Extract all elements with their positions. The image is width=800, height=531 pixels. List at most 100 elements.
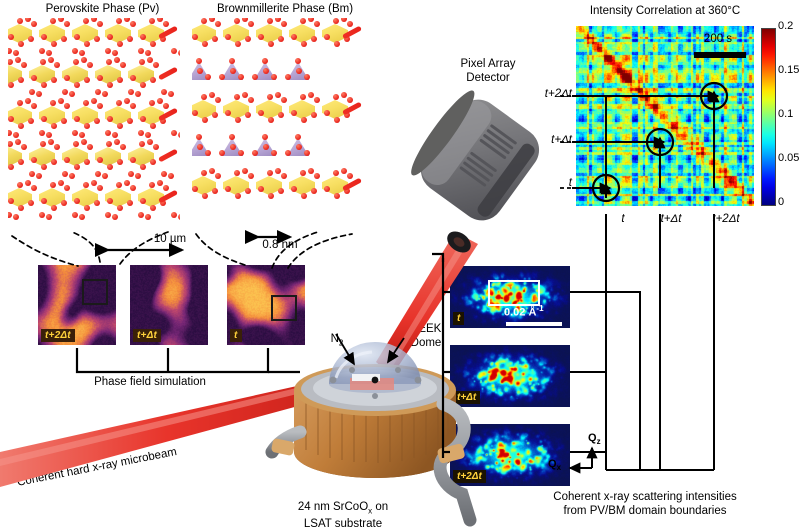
oxygen-atom	[84, 41, 90, 47]
oxygen-atom	[18, 123, 24, 129]
oxygen-atom	[81, 139, 87, 145]
oxygen-atom	[268, 117, 274, 123]
oxygen-atom	[130, 185, 136, 191]
oxygen-atom	[73, 141, 79, 147]
oxygen-atom	[209, 168, 215, 174]
oxygen-atom	[18, 205, 24, 211]
oxygen-atom	[74, 34, 80, 40]
oxygen-atom	[157, 66, 179, 81]
oxygen-atom	[74, 116, 80, 122]
phase-field-tile-tdt: t+Δt	[130, 265, 208, 345]
oxygen-atom	[13, 50, 19, 56]
oxygen-atom	[94, 200, 100, 206]
oxygen-atom	[212, 36, 218, 42]
oxygen-atom	[324, 34, 330, 40]
oxygen-atom	[74, 82, 80, 88]
oxygen-atom	[140, 198, 146, 204]
oxygen-atom	[160, 118, 166, 124]
oxygen-atom	[61, 36, 67, 42]
oxygen-atom	[295, 58, 301, 64]
oxygen-atom	[197, 144, 203, 150]
oxygen-atom	[39, 212, 45, 218]
oxygen-atom	[140, 164, 146, 170]
oxygen-atom	[36, 91, 42, 97]
oxygen-atom	[202, 117, 208, 123]
oxygen-atom	[83, 100, 89, 106]
oxygen-atom	[105, 130, 111, 136]
sample-subscript: x	[368, 506, 373, 516]
oxygen-atom	[31, 75, 37, 81]
oxygen-atom	[8, 130, 12, 136]
oxygen-atom	[73, 59, 79, 65]
oxygen-atom	[46, 50, 52, 56]
oxygen-atom	[147, 139, 153, 145]
oxygen-atom	[153, 144, 159, 150]
oxygen-atom	[205, 150, 211, 156]
oxygen-atom	[209, 92, 215, 98]
oxygen-atom	[219, 74, 225, 80]
oxygen-atom	[83, 18, 89, 24]
oxygen-atom	[54, 144, 60, 150]
oxygen-atom	[25, 180, 31, 186]
oxygen-atom	[29, 89, 35, 95]
oxygen-atom	[301, 117, 307, 123]
oxygen-atom	[91, 180, 97, 186]
oxygen-atom	[295, 134, 301, 140]
scalebar-08nm-label: 0.8 nm	[262, 239, 298, 251]
oxygen-atom	[94, 36, 100, 42]
phase-field-tag: t	[230, 329, 242, 342]
oxygen-atom	[64, 157, 70, 163]
oxygen-atom	[8, 59, 13, 65]
scattering-scalebar-label: 0.02 Å-1	[504, 304, 544, 319]
oxygen-atom	[160, 36, 166, 42]
scattering-tag: t+2Δt	[453, 470, 486, 483]
oxygen-atom	[31, 185, 37, 191]
n2-label: N2	[320, 318, 354, 349]
oxygen-atom	[235, 193, 241, 199]
qz-subscript: z	[596, 437, 601, 447]
oxygen-atom	[15, 139, 21, 145]
oxygen-atom	[311, 36, 317, 42]
oxygen-atom	[296, 68, 302, 74]
oxygen-atom	[161, 89, 167, 95]
oxygen-atom	[311, 112, 317, 118]
oxygen-atom	[333, 94, 339, 100]
sample-text: 24 nm SrCoO	[297, 501, 369, 514]
oxygen-atom	[117, 123, 123, 129]
oxygen-atom	[105, 48, 111, 54]
peek-dome-label: PEEK Dome	[410, 323, 442, 350]
oxygen-atom	[229, 134, 235, 140]
oxygen-atom	[157, 98, 163, 104]
oxygen-atom	[25, 98, 31, 104]
oxygen-atom	[138, 130, 144, 136]
oxygen-atom	[127, 118, 133, 124]
oxygen-atom	[17, 18, 23, 24]
qx-text: Q	[548, 458, 557, 470]
oxygen-atom	[74, 164, 80, 170]
oxygen-atom	[215, 97, 221, 103]
oxygen-atom	[124, 180, 130, 186]
oxygen-atom	[51, 123, 57, 129]
oxygen-atom	[81, 57, 87, 63]
oxygen-atom	[147, 57, 153, 63]
oxygen-atom	[219, 150, 225, 156]
scattering-tag: t+Δt	[453, 391, 481, 404]
oxygen-atom	[202, 41, 208, 47]
oxygen-atom	[128, 89, 134, 95]
oxygen-atom	[229, 58, 235, 64]
oxygen-atom	[51, 77, 57, 83]
oxygen-atom	[201, 18, 207, 24]
oxygen-atom	[275, 92, 281, 98]
oxygen-atom	[31, 157, 37, 163]
oxygen-atom	[304, 74, 310, 80]
oxygen-atom	[25, 18, 31, 22]
oxygen-atom	[127, 200, 133, 206]
oxygen-atom	[341, 177, 363, 192]
oxygen-atom	[139, 141, 145, 147]
oxygen-atom	[79, 132, 85, 138]
oxygen-atom	[150, 205, 156, 211]
oxygen-atom	[192, 34, 198, 40]
colorbar	[761, 28, 776, 206]
oxygen-atom	[278, 188, 284, 194]
oxygen-atom	[268, 41, 274, 47]
